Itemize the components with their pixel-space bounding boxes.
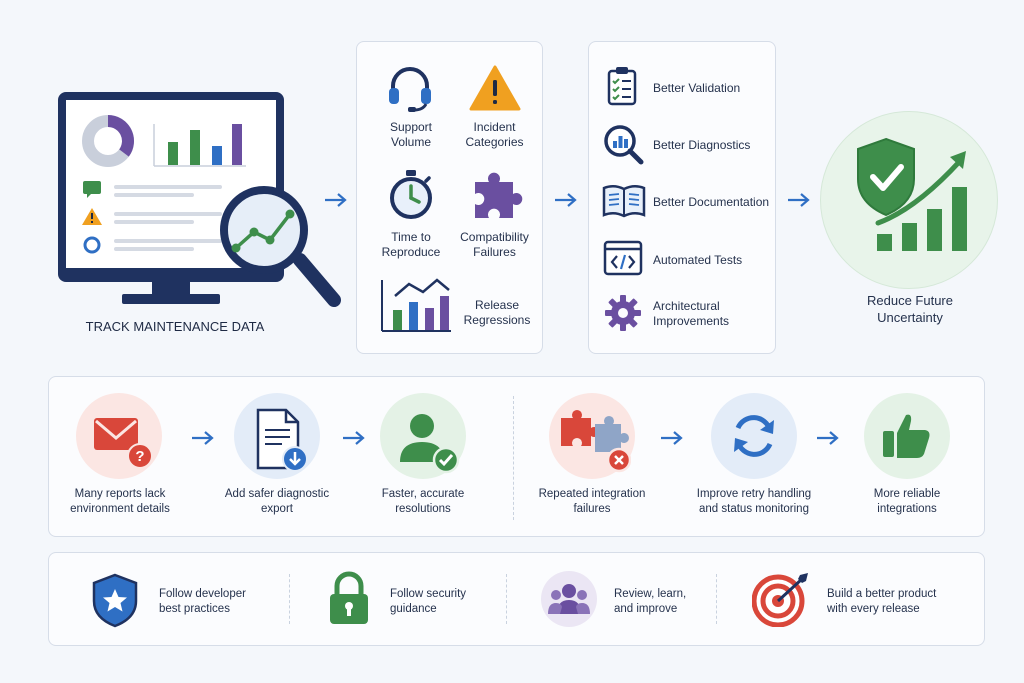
arrow-right-icon bbox=[817, 431, 839, 445]
outcome-label: Reduce Future Uncertainty bbox=[867, 293, 953, 325]
document-download-icon bbox=[256, 408, 308, 472]
improvement-label-diagnostics: Better Diagnostics bbox=[653, 138, 751, 152]
flow-divider bbox=[513, 396, 514, 520]
refresh-icon bbox=[734, 415, 774, 457]
flow2-label-1: Repeated integration failures bbox=[538, 488, 646, 515]
flow-circle bbox=[711, 393, 797, 479]
svg-text:?: ? bbox=[135, 448, 144, 465]
team-circle bbox=[541, 571, 597, 627]
shield-growth-icon bbox=[857, 137, 967, 251]
target-icon bbox=[752, 573, 808, 627]
flow2-label-3: More reliable integrations bbox=[873, 488, 941, 515]
improvement-label-validation: Better Validation bbox=[653, 81, 741, 95]
arrow-right-icon bbox=[555, 193, 577, 207]
practice-divider bbox=[716, 574, 717, 624]
arrow-right-icon bbox=[661, 431, 683, 445]
puzzle-error-icon bbox=[561, 410, 631, 473]
flow-panel bbox=[48, 376, 985, 537]
metric-label-compat: Compatibility Failures bbox=[460, 230, 529, 259]
padlock-icon bbox=[330, 571, 368, 624]
improvement-label-documentation: Better Documentation bbox=[653, 195, 770, 209]
thumbs-up-icon bbox=[883, 414, 930, 458]
track-title: TRACK MAINTENANCE DATA bbox=[85, 319, 265, 334]
book-icon bbox=[602, 185, 646, 218]
code-window-icon bbox=[603, 240, 643, 276]
outcome-circle bbox=[820, 111, 998, 289]
gear-icon bbox=[605, 295, 641, 331]
arrow-right-icon bbox=[325, 193, 347, 207]
flow1-label-3: Faster, accurate resolutions bbox=[381, 488, 465, 515]
arrow-right-icon bbox=[343, 431, 365, 445]
team-icon bbox=[548, 584, 590, 614]
practice-divider bbox=[289, 574, 290, 624]
metric-label-release: Release Regressions bbox=[463, 298, 531, 327]
metric-label-incident: Incident Categories bbox=[465, 120, 524, 149]
monitor-illustration bbox=[50, 88, 350, 318]
flow1-label-2: Add safer diagnostic export bbox=[224, 488, 330, 515]
practice-label-1: Follow developer best practices bbox=[159, 588, 246, 615]
metric-label-time: Time to Reproduce bbox=[381, 230, 441, 259]
shield-star-icon bbox=[92, 573, 138, 628]
stopwatch-icon bbox=[390, 170, 432, 219]
flow2-label-2: Improve retry handling and status monito… bbox=[696, 488, 812, 515]
metric-label-support: Support Volume bbox=[389, 120, 433, 149]
checklist-icon bbox=[607, 67, 637, 106]
user-check-icon bbox=[400, 414, 460, 474]
headset-icon bbox=[389, 67, 431, 112]
practices-panel bbox=[48, 552, 985, 646]
practice-label-3: Review, learn, and improve bbox=[614, 588, 687, 615]
magnifier-chart-icon bbox=[604, 125, 644, 165]
improvement-label-tests: Automated Tests bbox=[653, 253, 743, 267]
arrow-right-icon bbox=[192, 431, 214, 445]
puzzle-icon bbox=[475, 172, 523, 218]
arrow-right-icon bbox=[788, 193, 810, 207]
metrics-panel: Support Volume Incident Categories Time … bbox=[356, 41, 543, 354]
practice-divider bbox=[506, 574, 507, 624]
warning-icon bbox=[469, 65, 521, 111]
flow1-label-1: Many reports lack environment details bbox=[70, 488, 170, 515]
practice-label-2: Follow security guidance bbox=[390, 588, 467, 615]
improvements-panel: Better Validation Better Diagnostics Bet… bbox=[588, 41, 776, 354]
chart-icon bbox=[381, 278, 451, 332]
improvement-label-architecture: Architectural Improvements bbox=[653, 299, 730, 328]
practice-label-4: Build a better product with every releas… bbox=[827, 588, 937, 615]
mail-question-icon: ? bbox=[94, 418, 153, 469]
